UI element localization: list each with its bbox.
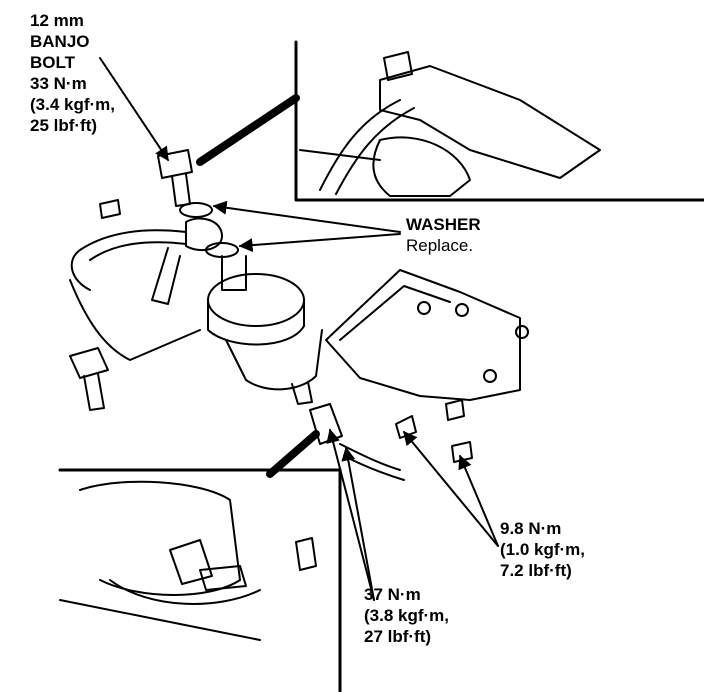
inlet-fitting-label: 37 N·m (3.8 kgf·m, 27 lbf·ft) <box>364 584 449 647</box>
inlet-fitting-torque-lbf: 27 lbf·ft) <box>364 627 432 646</box>
bracket-hole-2 <box>455 303 469 317</box>
banjo-bolt-torque-nm: 33 N·m <box>30 74 87 93</box>
washer-label: WASHER Replace. <box>406 214 481 256</box>
banjo-bolt-head <box>157 149 193 179</box>
bracket-inner <box>339 285 451 341</box>
mount-bolts-label: 9.8 N·m (1.0 kgf·m, 7.2 lbf·ft) <box>500 518 585 581</box>
callout-arrows <box>99 57 499 601</box>
arrow-washer-lower <box>238 233 401 253</box>
banjo-bolt-assembly <box>157 149 239 258</box>
reservoir <box>207 255 323 405</box>
inset-top-frame <box>294 40 704 202</box>
inset-bottom-line <box>59 599 261 641</box>
banjo-bolt-torque-lbf: 25 lbf·ft) <box>30 116 98 135</box>
arrow-banjo-bolt <box>99 57 169 162</box>
hose-lower <box>69 279 201 361</box>
reservoir-outlet <box>291 381 313 405</box>
mount-bolt-2 <box>445 399 465 421</box>
inset-bottom-bolt <box>295 537 317 571</box>
banjo-bolt-name-2: BOLT <box>30 53 76 72</box>
inset-bottom-fitting <box>169 539 213 585</box>
inlet-fitting-torque-nm: 37 N·m <box>364 585 421 604</box>
arrow-mount-bolt-1 <box>403 430 499 547</box>
hose-upper-2 <box>89 241 187 261</box>
small-bolt <box>99 199 121 219</box>
bracket-hole-3 <box>483 369 497 383</box>
inset-bottom-bracket <box>199 565 247 591</box>
banjo-bolt-label: 12 mm BANJO BOLT 33 N·m (3.4 kgf·m, 25 l… <box>30 10 115 136</box>
mount-bolt-3 <box>451 441 473 463</box>
washer-name: WASHER <box>406 215 481 234</box>
banjo-bolt-size: 12 mm <box>30 11 84 30</box>
reservoir-neck <box>221 255 247 291</box>
banjo-bolt-shank <box>171 173 191 207</box>
inset-bottom-reservoir <box>79 480 241 596</box>
reservoir-cap <box>207 273 305 327</box>
mount-bracket <box>325 269 529 463</box>
reservoir-upper-body <box>207 299 305 346</box>
inset-top-bracket <box>379 65 601 179</box>
inset-top-body <box>372 136 471 197</box>
hose-branch <box>151 247 181 305</box>
reservoir-lower-body <box>225 329 323 391</box>
inset-top-leader <box>196 94 300 166</box>
hose-clamp <box>69 347 109 379</box>
arrow-inlet-fitting-2 <box>341 446 375 601</box>
arrow-mount-bolt-2 <box>458 454 499 547</box>
inlet-fitting-torque-kgf: (3.8 kgf·m, <box>364 606 450 625</box>
inset-bottom-left <box>58 430 342 692</box>
inset-bottom-leader <box>266 430 320 478</box>
inset-top-right <box>196 40 704 202</box>
inset-top-hose-2 <box>335 107 415 195</box>
mount-bolts-torque-lbf: 7.2 lbf·ft) <box>500 561 572 580</box>
inset-top-line <box>299 149 381 161</box>
mount-bolts-torque-kgf: (1.0 kgf·m, <box>500 540 586 559</box>
inset-top-hose-1 <box>319 99 401 191</box>
washer-upper <box>179 202 213 218</box>
banjo-bolt-name-1: BANJO <box>30 32 90 51</box>
hose-upper-1 <box>70 229 187 291</box>
banjo-fitting <box>185 217 223 252</box>
bracket-hole-4 <box>515 325 529 339</box>
inset-bottom-hose <box>109 579 261 605</box>
mount-bolts-torque-nm: 9.8 N·m <box>500 519 562 538</box>
arrow-inlet-fitting <box>326 428 375 601</box>
banjo-bolt-torque-kgf: (3.4 kgf·m, <box>30 95 116 114</box>
bracket-outline <box>325 269 521 401</box>
washer-lower <box>205 242 239 258</box>
washer-note: Replace. <box>406 236 474 255</box>
inset-top-bolt <box>383 51 413 81</box>
return-hose <box>69 199 201 411</box>
arrow-washer-upper <box>212 200 401 233</box>
bracket-hole-1 <box>417 301 431 315</box>
hose-end <box>83 373 105 411</box>
